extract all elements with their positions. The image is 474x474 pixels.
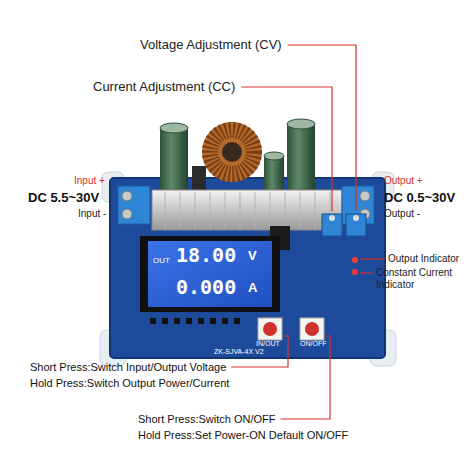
voltage-range: DC 0.5~30V (384, 191, 455, 206)
pcb (110, 178, 385, 358)
callout-label: Constant Current Indicator (376, 267, 468, 290)
potentiometer (322, 214, 366, 236)
leader-line (288, 45, 356, 211)
standoff (100, 172, 396, 366)
indicator-led (352, 257, 358, 275)
callout-label: Current Adjustment (CC) (93, 80, 235, 95)
lcd-reading: 18.00 (176, 244, 236, 267)
terminal-label: Output + (384, 175, 423, 187)
lcd-text: OUT (153, 256, 170, 265)
button-note: Short Press:Switch Input/Output Voltage (30, 361, 226, 374)
capacitor (160, 119, 315, 192)
lcd-reading: 0.000 (176, 276, 236, 299)
pin-header (150, 318, 240, 324)
silkscreen-text: ON/OFF (300, 340, 326, 348)
lcd-unit: A (248, 281, 257, 296)
terminal-label: Output - (384, 208, 420, 220)
terminal-label: Input + (74, 175, 105, 187)
terminal-label: Input - (78, 208, 106, 220)
lcd-screen (148, 241, 272, 307)
lcd-unit: V (248, 249, 257, 264)
button-note: Hold Press:Switch Output Power/Current (30, 377, 229, 390)
button-note: Hold Press:Set Power-ON Default ON/OFF (138, 429, 348, 442)
push-button (258, 318, 324, 340)
button-note: Short Press:Switch ON/OFF (138, 413, 276, 426)
leader-line (281, 336, 330, 419)
silkscreen-text: IN/OUT (256, 340, 280, 348)
silkscreen-text: ZK-SJVA-4X V2 (214, 348, 264, 356)
voltage-range: DC 5.5~30V (28, 191, 99, 206)
leader-line (241, 87, 332, 211)
callout-label: Output Indicator (388, 253, 459, 265)
lcd-bezel (140, 236, 280, 312)
inductor-coil (202, 122, 262, 182)
callout-label: Voltage Adjustment (CV) (140, 38, 282, 53)
